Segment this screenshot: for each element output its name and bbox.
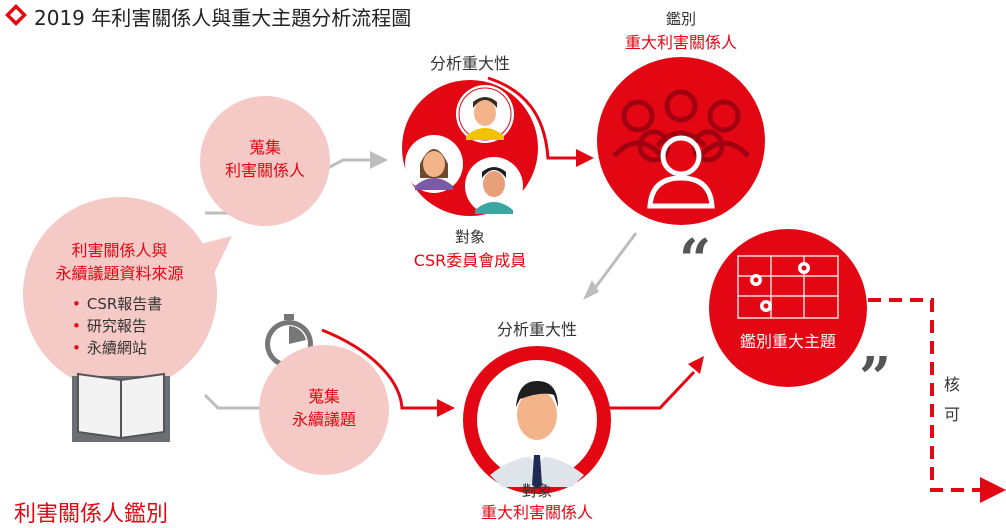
- committee-members-node: [400, 78, 540, 218]
- analysis-bottom-target-value: 重大利害關係人: [480, 503, 593, 522]
- identify-stakeholders-line1: 鑑別: [665, 10, 696, 28]
- collect-stakeholders-line2: 利害關係人: [224, 161, 305, 180]
- analysis-bottom-target-label: 對象: [521, 482, 552, 500]
- book-icon: [66, 368, 176, 448]
- analysis-top-label: 分析重大性: [429, 54, 510, 73]
- analysis-top-target-value: CSR委員會成員: [413, 251, 527, 270]
- approve-line2: 可: [943, 405, 960, 424]
- section-title: 利害關係人鑑別: [14, 502, 169, 527]
- source-list: CSR報告書 研究報告 永續網站: [72, 293, 162, 359]
- page-title: 2019 年利害關係人與重大主題分析流程圖: [34, 6, 412, 30]
- close-quote-icon: ”: [859, 345, 892, 411]
- source-heading-1: 利害關係人與: [71, 241, 168, 260]
- analysis-bottom-label: 分析重大性: [496, 320, 577, 339]
- list-item: 研究報告: [72, 315, 162, 337]
- stakeholder-group-node: [596, 56, 766, 226]
- list-item: 永續網站: [72, 337, 162, 359]
- identify-stakeholders-line2: 重大利害關係人: [624, 33, 737, 52]
- major-stakeholder-node: [462, 345, 612, 495]
- approve-line1: 核: [943, 375, 960, 394]
- collect-stakeholders-line1: 蒐集: [248, 138, 281, 157]
- collect-issues-line1: 蒐集: [307, 387, 340, 406]
- title-diamond-icon: [5, 4, 27, 26]
- list-item: CSR報告書: [72, 293, 162, 315]
- open-quote-icon: “: [679, 227, 712, 293]
- collect-stakeholders-node: 蒐集 利害關係人: [200, 96, 330, 226]
- collect-issues-node: 蒐集 永續議題: [259, 345, 389, 475]
- identify-topics-label: 鑑別重大主題: [739, 332, 836, 351]
- analysis-top-target-label: 對象: [454, 228, 485, 246]
- collect-issues-line2: 永續議題: [291, 410, 356, 429]
- identify-topics-node: 鑑別重大主題: [708, 228, 868, 388]
- source-bubble: 利害關係人與 永續議題資料來源 CSR報告書 研究報告 永續網站: [22, 196, 232, 391]
- source-heading-2: 永續議題資料來源: [55, 264, 184, 283]
